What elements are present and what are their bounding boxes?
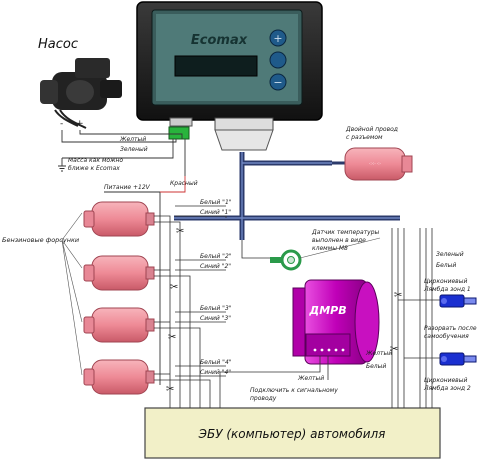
lambda-zone1-l2: Лямбда зонд 1 xyxy=(423,286,471,293)
ecomax-display xyxy=(174,55,258,77)
injector-3 xyxy=(83,307,155,343)
injector-3-blue: Синий "3" xyxy=(200,315,231,322)
svg-text:✂: ✂ xyxy=(168,332,176,343)
svg-text:✂: ✂ xyxy=(166,384,174,395)
temperature-sensor xyxy=(270,249,302,271)
lambda-probe-1 xyxy=(439,294,477,308)
injector-2-white: Белый "2" xyxy=(200,253,232,260)
pump-plus: + xyxy=(76,119,84,129)
svg-text:·:·:· ·:·: ·:·:· ·:· xyxy=(369,161,381,166)
maf-wire-white: Белый xyxy=(366,363,386,370)
power-label: Питание +12V xyxy=(104,184,151,191)
injector-1-white: Белый "1" xyxy=(200,199,232,206)
pump xyxy=(40,58,122,129)
injector-1 xyxy=(83,201,155,237)
svg-text:✂: ✂ xyxy=(176,226,184,237)
lambda-cut-l1: Разорвать после xyxy=(424,325,477,332)
wire-green-label: Зеленый xyxy=(120,146,148,153)
maf-signal-label-1: Подключить к сигнальному xyxy=(250,387,338,394)
double-wire-label-1: Двойной провод xyxy=(345,126,398,133)
double-wire-connector: ·:·:· ·:· xyxy=(344,147,413,181)
temp-sensor-label-3: клеммы М8 xyxy=(312,245,348,252)
ecu-label: ЭБУ (компьютер) автомобиля xyxy=(198,427,386,441)
mass-note-1: Масса как можно xyxy=(68,157,123,164)
injector-3-white: Белый "3" xyxy=(200,305,232,312)
mass-note-2: ближе к Ecomax xyxy=(68,165,120,172)
red-wire-label: Красный xyxy=(170,180,198,187)
lambda-white-label: Белый xyxy=(436,262,456,269)
maf-wire-yellow: Желтый xyxy=(365,350,392,357)
injector-2 xyxy=(83,255,155,291)
svg-text:✂: ✂ xyxy=(390,344,398,355)
svg-text:+: + xyxy=(273,32,282,45)
ecomax-brand: Ecomax xyxy=(191,33,248,48)
ecomax-controller: Ecomax + − xyxy=(136,1,323,151)
ecomax-button-down[interactable] xyxy=(269,73,287,91)
lambda-probe-2 xyxy=(439,352,477,366)
pump-minus: - xyxy=(60,119,63,129)
injector-1-blue: Синий "1" xyxy=(200,209,231,216)
lambda-cut-l2: самообучения xyxy=(424,333,469,340)
injectors-label: Бензиновые форсунки xyxy=(2,236,79,244)
lambda-zone1-l1: Циркониевый xyxy=(424,278,467,285)
maf-yellow-label: Желтый xyxy=(297,375,324,382)
lambda-zone2-l2: Лямбда зонд 2 xyxy=(423,385,471,392)
injector-2-blue: Синий "2" xyxy=(200,263,231,270)
injector-4-white: Белый "4" xyxy=(200,359,232,366)
maf-signal-label-2: проводу xyxy=(250,395,277,402)
maf-sensor xyxy=(292,279,380,365)
injector-4 xyxy=(83,359,155,395)
ecu-box xyxy=(144,407,441,459)
temp-sensor-label-2: выполнен в виде xyxy=(312,237,366,244)
ecomax-button-mode[interactable] xyxy=(269,51,287,69)
ecomax-connector xyxy=(214,117,274,131)
wire-yellow-label: Желтый xyxy=(119,136,146,143)
svg-text:−: − xyxy=(273,76,282,89)
ecomax-button-up[interactable] xyxy=(269,29,287,47)
temp-sensor-label-1: Датчик температуры xyxy=(311,229,380,236)
injector-4-blue: Синий "4" xyxy=(200,369,231,376)
pump-title: Насос xyxy=(38,37,78,52)
double-wire-label-2: с разъемом xyxy=(346,134,383,141)
maf-label: ДМРВ xyxy=(308,304,346,317)
svg-text:✂: ✂ xyxy=(170,282,178,293)
green-connector xyxy=(168,126,190,140)
lambda-green-label: Зеленый xyxy=(436,251,464,258)
lambda-zone2-l1: Циркониевый xyxy=(424,377,467,384)
